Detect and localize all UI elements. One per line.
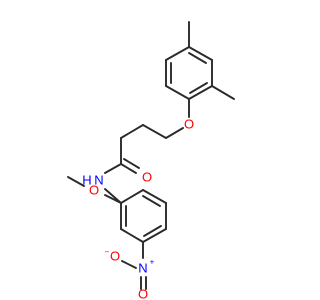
atom-carbonyl-oxygen: O: [142, 170, 152, 185]
nitro-oxygen-left-label: O: [110, 249, 120, 264]
bond: [120, 189, 144, 204]
bond: [120, 228, 144, 243]
bond: [121, 260, 137, 269]
amide-hydrogen-label: H: [82, 173, 91, 188]
nitro-nitrogen-charge: +: [150, 258, 155, 267]
methoxy-nitrophenyl-ring: [120, 189, 167, 243]
bond: [120, 163, 137, 174]
bond: [104, 163, 122, 174]
double-bond-inner: [189, 82, 208, 94]
bond: [142, 228, 167, 243]
structure-canvas: O O N H O N + O − O: [67, 21, 235, 300]
bond: [165, 46, 190, 61]
methyl-bond-right: [211, 85, 235, 100]
atom-nitro-oxygen-left: O −: [105, 248, 120, 264]
nitro-oxygen-bottom-label: O: [138, 287, 148, 300]
ether-oxygen-label: O: [184, 117, 194, 132]
atom-nitro-nitrogen: N +: [138, 258, 154, 276]
atom-ether-oxygen: O: [184, 117, 194, 132]
amide-nitrogen-label: N: [94, 173, 103, 188]
bond: [120, 124, 144, 139]
bond: [165, 85, 190, 100]
bond: [142, 124, 167, 139]
bond: [104, 194, 122, 204]
dimethylphenyl-ring: [165, 46, 213, 100]
nitro-oxygen-left-charge: −: [105, 248, 110, 257]
bond: [142, 189, 167, 204]
double-bond-inner: [142, 195, 161, 207]
molecule-diagram: O O N H O N + O − O: [67, 21, 235, 300]
nitro-nitrogen-label: N: [138, 261, 147, 276]
atom-nitro-oxygen-bottom: O: [138, 287, 148, 300]
methoxy-oxygen-label: O: [89, 183, 99, 198]
double-bond-inner: [143, 225, 162, 237]
bond: [188, 85, 213, 100]
methoxy-methyl-bond: [67, 176, 85, 187]
atom-methoxy-oxygen: O: [89, 183, 99, 198]
bond: [188, 46, 213, 61]
double-bond-inner: [188, 52, 207, 64]
carbonyl-oxygen-label: O: [142, 170, 152, 185]
bond: [165, 127, 184, 139]
atom-amide-nh: N H: [82, 173, 103, 188]
double-bond-inner: [123, 158, 140, 169]
